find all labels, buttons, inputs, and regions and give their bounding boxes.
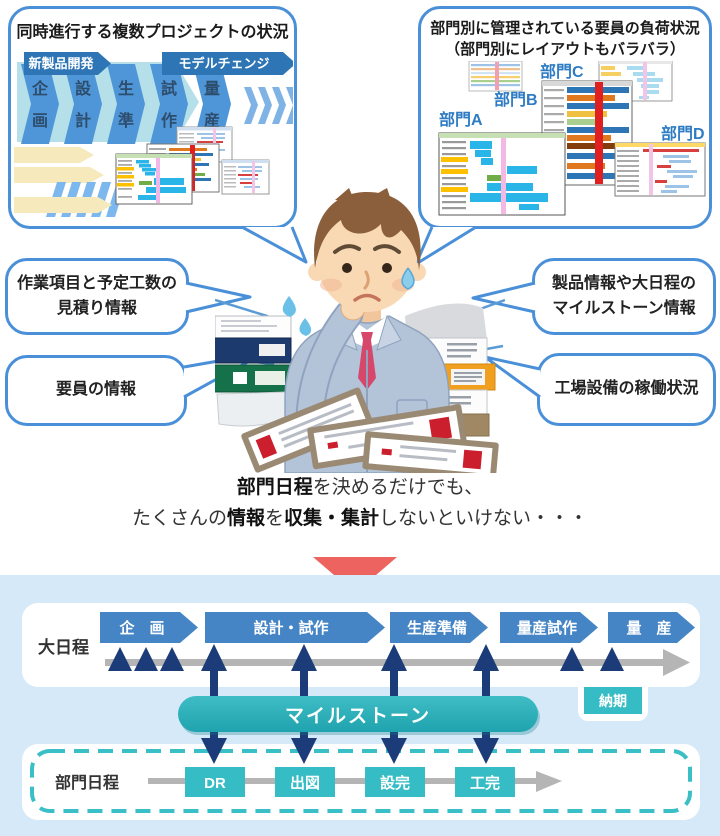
bubble-multi-projects-title: 同時進行する複数プロジェクトの状況 bbox=[16, 24, 289, 41]
bubble-factory-status-text: 工場設備の稼働状況 bbox=[554, 380, 699, 398]
mini-gantt-right bbox=[221, 159, 270, 195]
schedule-diagram: 企 画 設計・試作 生産準備 量産試作 量 産 bbox=[22, 603, 700, 820]
dept-schedule-label: 部門日程 bbox=[55, 773, 119, 792]
summary-text: 部門日程を決めるだけでも、 たくさんの情報を収集・集計しないといけない・・・ bbox=[0, 472, 720, 534]
banner-new-product bbox=[24, 52, 111, 75]
svg-text:設計・試作: 設計・試作 bbox=[253, 619, 328, 637]
svg-text:作: 作 bbox=[161, 111, 177, 130]
worker-head bbox=[282, 188, 426, 336]
dept-gantt-collage: 部門A 部門B 部門C 部門D bbox=[438, 61, 706, 216]
yellow-arrow bbox=[14, 147, 94, 163]
svg-text:試: 試 bbox=[161, 79, 177, 98]
bubble-work-items-line2: 見積り情報 bbox=[56, 299, 137, 317]
small-chevrons bbox=[244, 87, 293, 124]
bubble-personnel: 要員の情報 bbox=[5, 355, 187, 426]
svg-text:工完: 工完 bbox=[470, 774, 500, 792]
dept-milestone-boxes: DR 出図 設完 工完 bbox=[185, 767, 515, 797]
bubble-multi-projects: 同時進行する複数プロジェクトの状況 企画 設計 生準 試作 量産 bbox=[8, 6, 297, 229]
yellow-arrow bbox=[14, 167, 104, 183]
bubble-product-info: 製品情報や大日程の マイルストーン情報 bbox=[532, 258, 716, 335]
svg-text:生産準備: 生産準備 bbox=[407, 619, 467, 637]
left-binder-stack bbox=[215, 315, 292, 427]
svg-text:DR: DR bbox=[204, 775, 226, 792]
milestone-pill: マイルストーン bbox=[178, 696, 540, 735]
major-phase-chevrons: 企 画 設計・試作 生産準備 量産試作 量 産 bbox=[100, 612, 695, 643]
bubble-work-items: 作業項目と予定工数の 見積り情報 bbox=[5, 258, 189, 335]
mini-gantt-front bbox=[115, 153, 193, 205]
mini-gantt-dept-a bbox=[438, 132, 566, 216]
phase-chevrons: 企画 設計 生準 試作 量産 bbox=[21, 64, 231, 144]
dept-timeline-arrow bbox=[148, 771, 562, 792]
svg-text:量産試作: 量産試作 bbox=[517, 619, 577, 637]
svg-text:企 画: 企 画 bbox=[118, 619, 164, 637]
dept-d-label: 部門D bbox=[661, 124, 705, 143]
svg-text:新製品開発: 新製品開発 bbox=[28, 56, 94, 71]
mini-table bbox=[468, 61, 523, 92]
svg-text:生: 生 bbox=[118, 79, 134, 98]
yellow-arrow bbox=[14, 197, 112, 213]
dept-b-label: 部門B bbox=[494, 90, 538, 109]
major-schedule-label: 大日程 bbox=[38, 637, 89, 657]
summary-line1: 部門日程を決めるだけでも、 bbox=[236, 477, 484, 498]
milestone-triangles bbox=[108, 647, 624, 671]
bubble-personnel-text: 要員の情報 bbox=[55, 381, 136, 399]
svg-text:産: 産 bbox=[204, 111, 220, 130]
bubble-product-info-line1: 製品情報や大日程の bbox=[551, 274, 696, 292]
dept-a-label: 部門A bbox=[439, 110, 483, 129]
front-binders bbox=[241, 387, 499, 473]
svg-text:マイルストーン: マイルストーン bbox=[285, 706, 431, 727]
svg-text:量 産: 量 産 bbox=[626, 619, 671, 637]
bubble-dept-load-title-line1: 部門別に管理されている要員の負荷状況 bbox=[430, 20, 700, 37]
svg-text:モデルチェンジ: モデルチェンジ bbox=[178, 56, 269, 71]
connector-down-arrowheads bbox=[201, 738, 499, 764]
bubble-work-items-line1: 作業項目と予定工数の bbox=[16, 274, 177, 292]
svg-text:計: 計 bbox=[75, 111, 91, 130]
stressed-worker-illustration bbox=[215, 188, 505, 473]
banner-model-change bbox=[162, 52, 293, 75]
bubble-factory-status: 工場設備の稼働状況 bbox=[537, 353, 716, 426]
delivery-tab: 納期 bbox=[578, 675, 648, 721]
bubble-dept-load-title-line2: （部門別にレイアウトもバラバラ） bbox=[445, 41, 685, 58]
svg-text:納期: 納期 bbox=[599, 693, 627, 709]
mini-gantt-dept-d bbox=[614, 142, 706, 197]
svg-text:設完: 設完 bbox=[380, 774, 410, 792]
summary-line2: たくさんの情報を収集・集計しないといけない・・・ bbox=[131, 508, 589, 529]
dept-c-label: 部門C bbox=[540, 62, 584, 81]
schedule-section: 企 画 設計・試作 生産準備 量産試作 量 産 bbox=[0, 575, 720, 836]
svg-text:出図: 出図 bbox=[290, 774, 320, 792]
dept-schedule-dashed-border bbox=[30, 749, 692, 813]
teal-band-arrow bbox=[17, 62, 199, 142]
bubble-dept-load: 部門別に管理されている要員の負荷状況 （部門別にレイアウトもバラバラ） bbox=[418, 6, 712, 229]
svg-text:量: 量 bbox=[204, 80, 220, 98]
sweat-drops-left bbox=[282, 296, 312, 336]
multi-project-diagram: 企画 設計 生準 試作 量産 新製品開発 モデルチェンジ bbox=[14, 52, 293, 217]
svg-text:準: 準 bbox=[118, 111, 134, 130]
timeline-arrow bbox=[105, 649, 690, 676]
bubble-product-info-line2: マイルストーン情報 bbox=[552, 299, 696, 317]
svg-text:企: 企 bbox=[31, 79, 49, 98]
sweat-drop bbox=[401, 267, 415, 290]
svg-text:設: 設 bbox=[75, 79, 92, 98]
svg-text:画: 画 bbox=[32, 112, 48, 130]
